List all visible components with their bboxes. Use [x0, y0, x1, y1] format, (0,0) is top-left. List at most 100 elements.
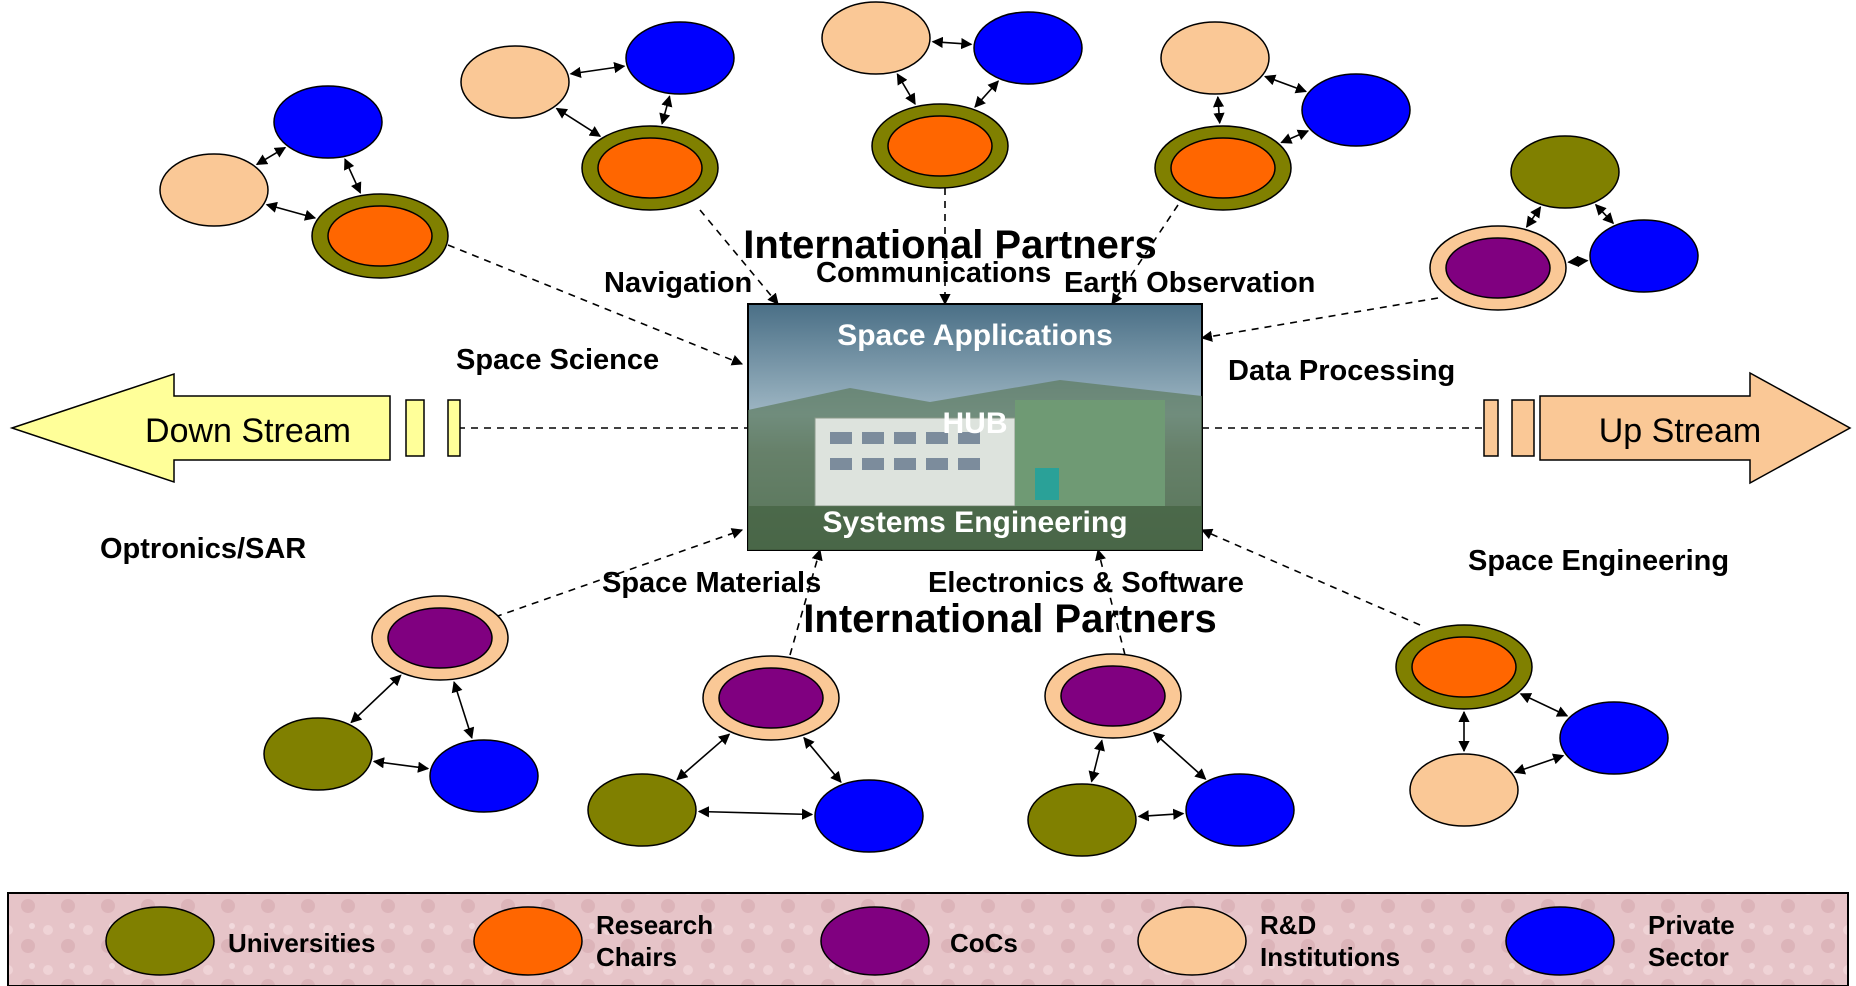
label-earth-observation: Earth Observation — [1064, 267, 1315, 299]
node-universities — [587, 773, 697, 847]
node-private-sector — [1185, 773, 1295, 847]
bidirectional-link — [255, 146, 287, 166]
label-communications: Communications — [816, 257, 1051, 289]
bidirectional-link — [896, 73, 916, 105]
label-data-processing: Data Processing — [1228, 355, 1455, 387]
down-stream-arrow: Down Stream — [9, 372, 461, 484]
legend-swatch-universities — [105, 906, 215, 976]
node-rd-institutions — [460, 45, 570, 119]
legend-swatch-research-chairs — [473, 906, 583, 976]
legend-label: CoCs — [950, 928, 1018, 958]
bidirectional-link — [265, 201, 317, 221]
node-research-chairs-core — [1170, 137, 1276, 199]
link-electronics — [1095, 548, 1126, 656]
cluster-7 — [587, 655, 924, 853]
bidirectional-link — [1594, 203, 1615, 225]
cluster-2 — [460, 21, 735, 211]
legend-label: Sector — [1648, 942, 1729, 972]
label-space-science: Space Science — [456, 344, 659, 376]
bidirectional-link — [555, 107, 602, 137]
cluster-3 — [821, 1, 1083, 189]
bidirectional-link — [1152, 731, 1207, 780]
legend-label: Private — [1648, 910, 1735, 940]
node-private-sector — [1559, 701, 1669, 775]
bidirectional-link — [1212, 95, 1225, 125]
legend-label: R&D — [1260, 910, 1316, 940]
node-rd-institutions — [159, 153, 269, 227]
node-universities — [1027, 783, 1137, 857]
node-cocs-core — [1060, 665, 1166, 727]
bidirectional-link — [676, 733, 731, 781]
legend-label: Chairs — [596, 942, 677, 972]
bidirectional-link — [697, 806, 814, 820]
legend-label: Universities — [228, 928, 375, 958]
hub-center-label: HUB — [943, 407, 1008, 440]
node-private-sector — [273, 85, 383, 159]
bidirectional-link — [569, 62, 626, 78]
node-research-chairs-core — [327, 205, 433, 267]
label-optronics-sar: Optronics/SAR — [100, 533, 306, 565]
up-stream-arrow: Up Stream — [1483, 371, 1852, 485]
hub-box: Space Applications HUB Systems Engineeri… — [747, 303, 1203, 551]
link-space-science — [447, 244, 744, 366]
bidirectional-link — [1088, 739, 1105, 783]
node-private-sector — [625, 21, 735, 95]
node-private-sector — [973, 11, 1083, 85]
node-universities — [263, 717, 373, 791]
bidirectional-link — [1567, 255, 1589, 268]
bidirectional-link — [1137, 808, 1185, 822]
link-earth-observation — [1111, 204, 1179, 305]
bidirectional-link — [1280, 129, 1310, 144]
hub-bottom-label: Systems Engineering — [822, 506, 1127, 539]
cluster-8 — [1027, 653, 1295, 857]
node-universities — [1510, 135, 1620, 209]
bidirectional-link — [1264, 74, 1307, 94]
node-private-sector — [429, 739, 539, 813]
cluster-1 — [159, 85, 449, 279]
node-research-chairs-core — [887, 115, 993, 177]
node-private-sector — [814, 779, 924, 853]
legend-label: Institutions — [1260, 942, 1400, 972]
legend-swatch-private-sector — [1505, 906, 1615, 976]
cluster-5 — [1429, 135, 1699, 311]
bidirectional-link — [1513, 753, 1565, 775]
bidirectional-link — [1519, 693, 1569, 717]
node-clusters — [159, 1, 1699, 857]
cluster-4 — [1154, 21, 1411, 211]
bidirectional-link — [931, 36, 973, 50]
bidirectional-link — [1525, 206, 1542, 228]
link-space-engineering — [1200, 528, 1421, 626]
legend-item-universities: Universities — [105, 906, 375, 976]
node-research-chairs-core — [1411, 636, 1517, 698]
node-rd-institutions — [1160, 21, 1270, 95]
legend-swatch-cocs — [820, 906, 930, 976]
link-optronics — [494, 528, 744, 618]
label-navigation: Navigation — [604, 267, 752, 299]
dashed-links — [447, 188, 1482, 656]
bidirectional-link — [659, 95, 673, 125]
cluster-9 — [1395, 624, 1669, 827]
node-cocs-core — [718, 667, 824, 729]
node-private-sector — [1301, 73, 1411, 147]
bidirectional-link — [451, 680, 475, 739]
node-rd-institutions — [1409, 753, 1519, 827]
heading-international-partners-top: International Partners — [743, 223, 1156, 267]
legend-label: Research — [596, 910, 713, 940]
heading-international-partners-bottom: International Partners — [803, 597, 1216, 641]
hub-top-label: Space Applications — [837, 319, 1113, 352]
node-research-chairs-core — [597, 137, 703, 199]
label-electronics-software: Electronics & Software — [928, 567, 1244, 599]
link-data-processing — [1200, 297, 1439, 342]
bidirectional-link — [344, 158, 362, 194]
label-space-engineering: Space Engineering — [1468, 545, 1729, 577]
down-stream-label: Down Stream — [145, 412, 351, 450]
node-rd-institutions — [821, 1, 931, 75]
node-cocs-core — [387, 607, 493, 669]
legend-swatch-rd-institutions — [1137, 906, 1247, 976]
legend-item-cocs: CoCs — [820, 906, 1018, 976]
node-private-sector — [1589, 219, 1699, 293]
